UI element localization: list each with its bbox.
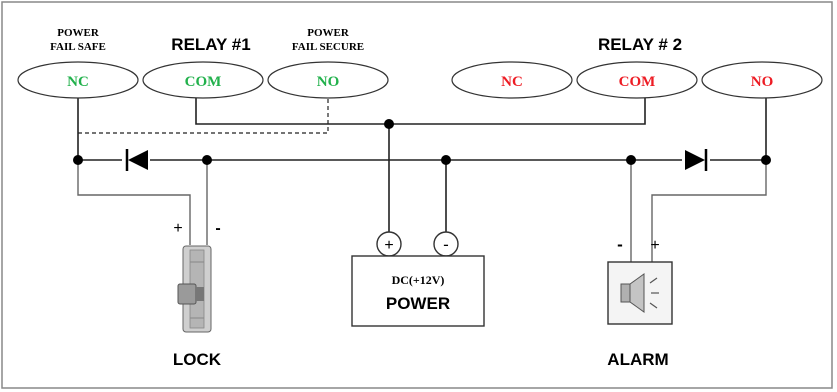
- electric-strike-lock-icon: [177, 245, 212, 333]
- relay1-com-label: COM: [185, 74, 222, 90]
- relay1-no-label: NO: [317, 74, 340, 90]
- relay1-nc-terminal: [17, 61, 139, 99]
- relay2-no-terminal: [701, 61, 823, 99]
- relay1-title: RELAY #1: [171, 35, 250, 54]
- power-voltage-label: DC(+12V): [392, 273, 445, 287]
- power-minus-sign: -: [443, 235, 449, 254]
- lock-plus-wire: [77, 160, 191, 245]
- relay1-group: POWER FAIL SAFE RELAY #1 POWER FAIL SECU…: [17, 27, 389, 99]
- lock-plus-sign: +: [173, 220, 182, 237]
- fail-secure-label-line1: POWER: [307, 27, 350, 39]
- relay2-no-label: NO: [751, 74, 774, 90]
- diode-left: [122, 149, 150, 171]
- fail-safe-label-line2: FAIL SAFE: [50, 41, 106, 53]
- relay1-nc-label: NC: [67, 74, 89, 90]
- junction-nodes: [73, 119, 771, 165]
- alarm-label: ALARM: [607, 350, 668, 369]
- power-supply-box: [351, 255, 485, 327]
- alarm-minus-sign: -: [617, 235, 623, 254]
- lock-minus-sign: -: [215, 220, 220, 237]
- speaker-icon: [620, 273, 659, 313]
- relay2-nc-terminal: [451, 61, 573, 99]
- diode-right: [682, 149, 710, 171]
- lock-label: LOCK: [173, 350, 222, 369]
- wires: [77, 98, 767, 262]
- power-plus-sign: +: [384, 237, 393, 254]
- relay1-no-terminal: [267, 61, 389, 99]
- power-group: + - DC(+12V) POWER: [351, 231, 485, 327]
- lock-group: + - LOCK: [173, 220, 222, 369]
- alarm-group: - + ALARM: [607, 235, 673, 369]
- relay2-com-label: COM: [619, 74, 656, 90]
- relay2-com-terminal: [576, 61, 698, 99]
- relay2-nc-label: NC: [501, 74, 523, 90]
- fail-secure-dashed-wire: [78, 98, 329, 134]
- power-label: POWER: [386, 294, 450, 313]
- alarm-plus-wire: [651, 160, 767, 262]
- fail-safe-label-line1: POWER: [57, 27, 100, 39]
- alarm-plus-sign: +: [650, 237, 659, 254]
- relay1-com-terminal: [142, 61, 264, 99]
- com-bus-wire: [195, 98, 646, 125]
- relay2-group: RELAY # 2 NC COM NO: [451, 35, 823, 99]
- relay2-title: RELAY # 2: [598, 35, 682, 54]
- fail-secure-label-line2: FAIL SECURE: [292, 41, 364, 53]
